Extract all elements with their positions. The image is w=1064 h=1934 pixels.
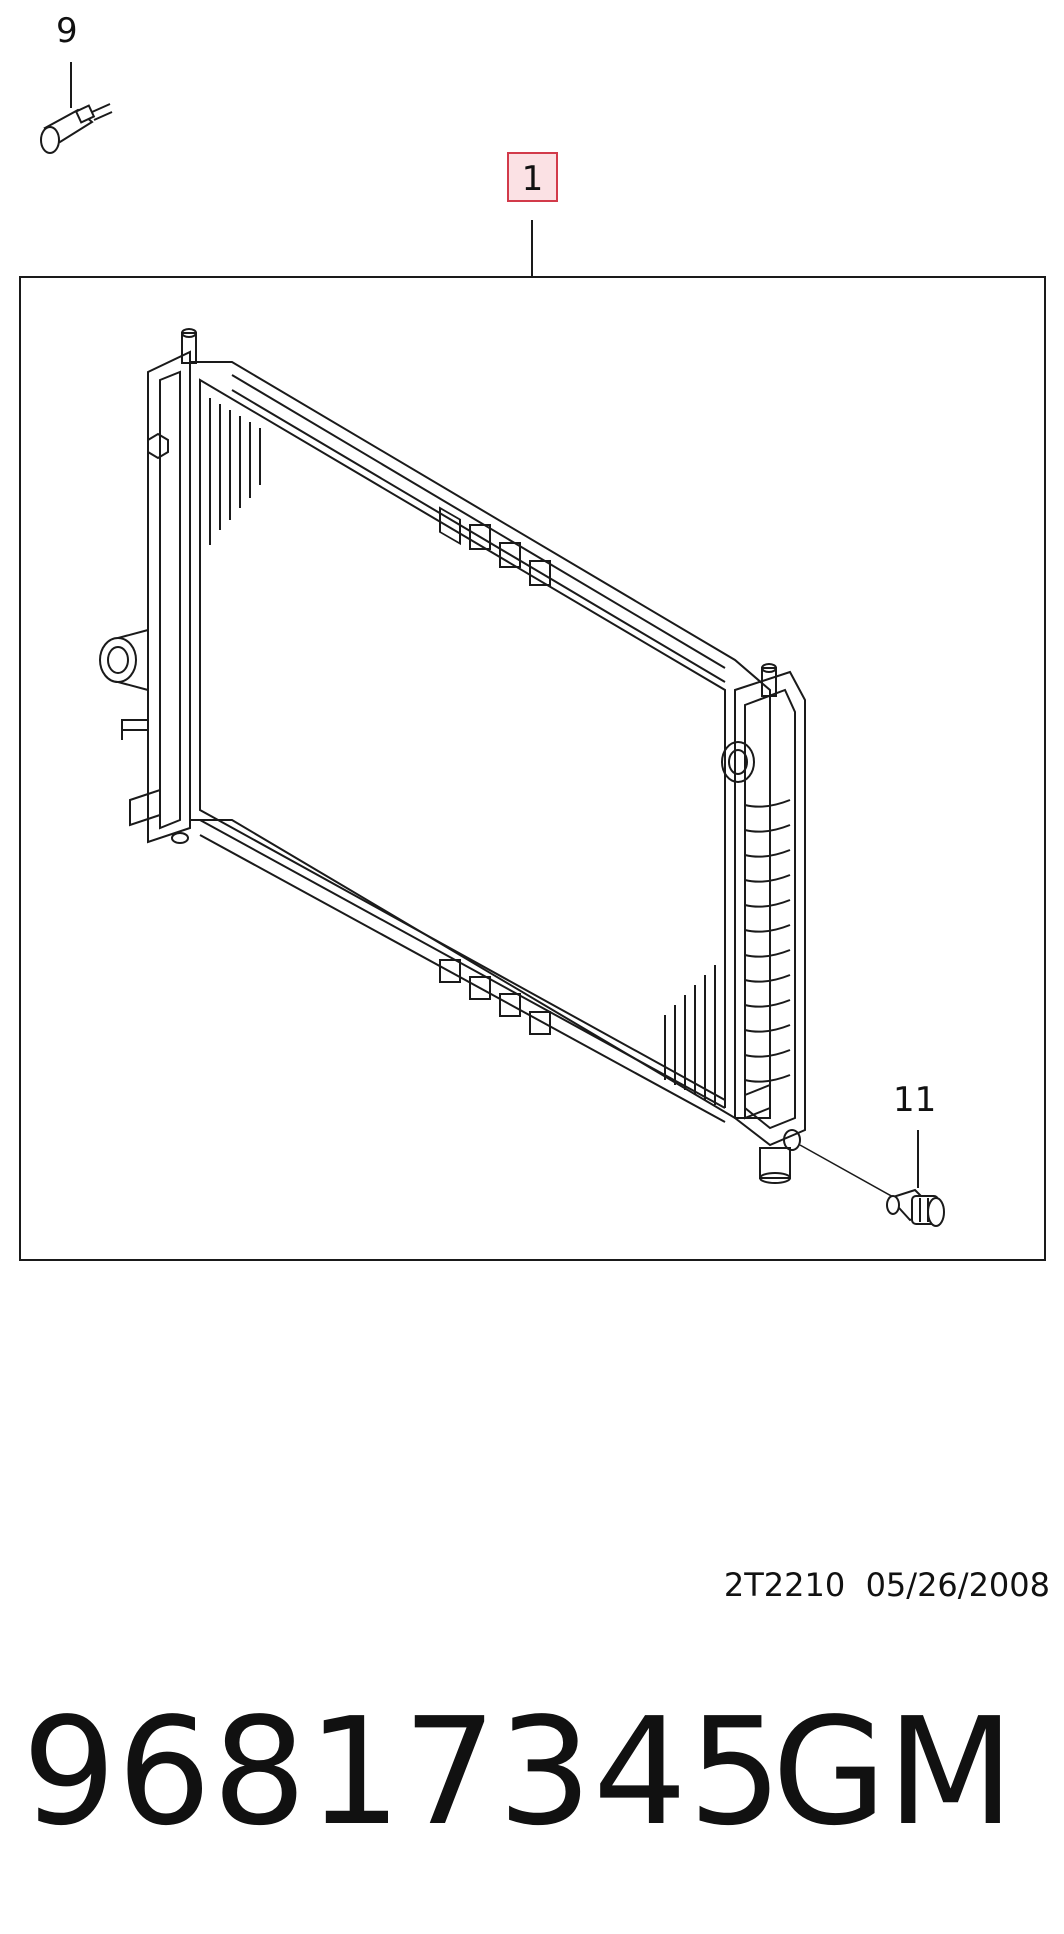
callout-item-11[interactable]: 11 bbox=[893, 1080, 937, 1120]
radiator-assembly-icon bbox=[99, 328, 806, 1184]
assembly-frame bbox=[19, 276, 1046, 1261]
leader-line-plug bbox=[799, 1144, 896, 1199]
callout-item-9[interactable]: 9 bbox=[56, 11, 78, 51]
callout-item-1-highlighted[interactable]: 1 bbox=[507, 152, 558, 202]
brand-name: GM bbox=[772, 1686, 1015, 1858]
diagram-code-date: 2T2210 05/26/2008 bbox=[723, 1566, 1050, 1604]
part-number: 96817345 bbox=[22, 1686, 784, 1858]
drain-plug-icon bbox=[886, 1188, 945, 1227]
coolant-temperature-sensor-icon bbox=[40, 103, 113, 154]
